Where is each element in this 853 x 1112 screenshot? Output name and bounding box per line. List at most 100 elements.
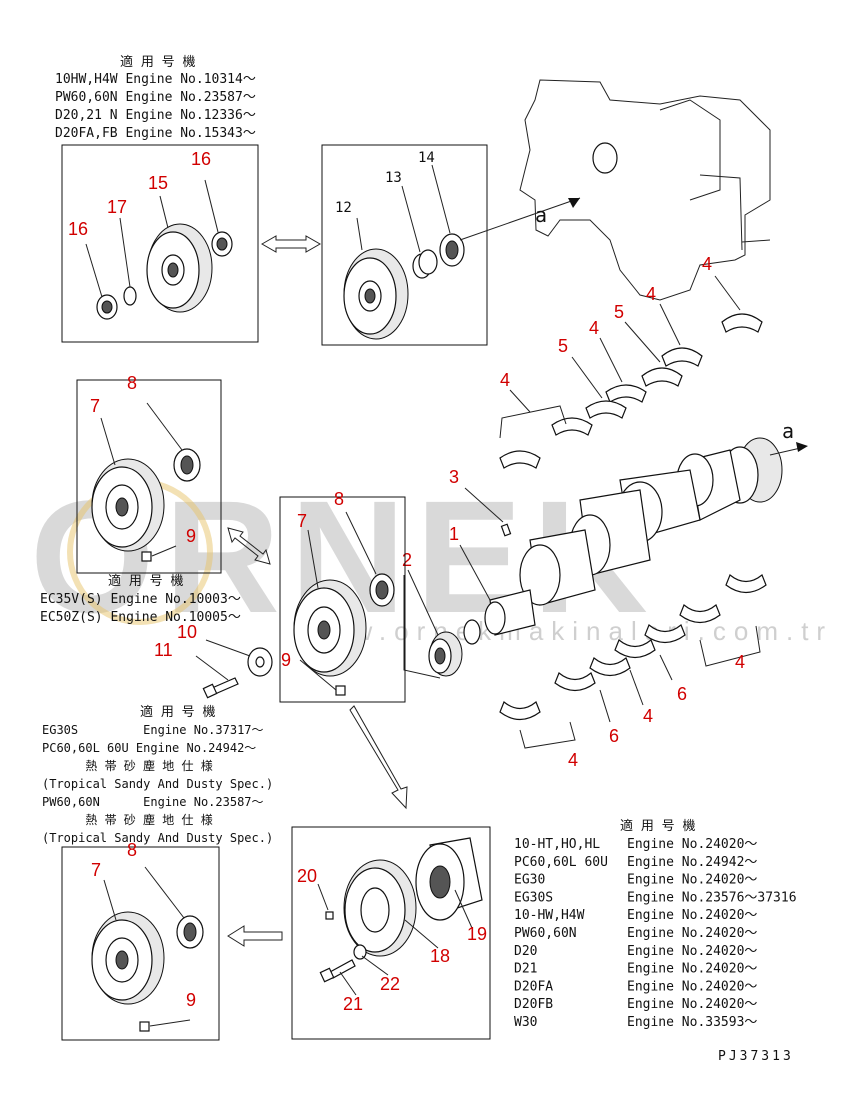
flow-arrow-down bbox=[349, 705, 408, 810]
leader-7 bbox=[103, 879, 117, 921]
watermark-url: www.ornekmakinalari.com.tr bbox=[299, 616, 833, 646]
header-applicability-block: 適 用 号 機 10HW,H4W Engine No.10314～ PW60,6… bbox=[55, 54, 256, 141]
callout-5: 5 bbox=[614, 302, 624, 322]
middle-block-line: EC35V(S) Engine No.10003～ bbox=[40, 592, 241, 607]
callout-11: 11 bbox=[154, 640, 173, 660]
callout-4: 4 bbox=[500, 370, 510, 390]
block-detail bbox=[659, 99, 721, 201]
bearing-shell-part bbox=[499, 701, 541, 721]
pin-20-part bbox=[325, 911, 334, 920]
box-idler-gear-12: 12 13 14 a bbox=[321, 144, 581, 346]
leader-9 bbox=[149, 1019, 191, 1027]
box-frame bbox=[61, 144, 259, 343]
arrowhead-icon bbox=[796, 442, 808, 452]
callout-20: 20 bbox=[297, 866, 317, 886]
bearing-shell-part bbox=[614, 639, 656, 659]
leader-20 bbox=[317, 883, 329, 911]
header-block-line: D20,21 N Engine No.12336～ bbox=[55, 108, 256, 123]
callout-4: 4 bbox=[646, 284, 656, 304]
lower-block-line: EG30S Engine No.37317～ bbox=[42, 723, 264, 737]
callout-18: 18 bbox=[430, 946, 450, 966]
leader-bracket-4 bbox=[519, 721, 576, 749]
right-block-title: 適 用 号 機 bbox=[620, 818, 695, 834]
table-row-engine: Engine No.23576～37316 bbox=[627, 890, 797, 905]
callout-7: 7 bbox=[91, 860, 101, 880]
middle-block-title: 適 用 号 機 bbox=[108, 573, 183, 589]
callout-19: 19 bbox=[467, 924, 487, 944]
flow-arrow-left bbox=[227, 925, 283, 947]
seal-8-main-bore bbox=[375, 580, 389, 600]
leader-11 bbox=[195, 655, 229, 681]
leader-bracket-2 bbox=[403, 575, 441, 679]
bearing-shell-part bbox=[554, 672, 596, 692]
double-arrow-icon bbox=[260, 235, 322, 253]
leader-8 bbox=[345, 511, 377, 575]
bearing-shell-part bbox=[644, 624, 686, 644]
washer-22-part bbox=[353, 944, 367, 960]
table-row-engine: Engine No.24020～ bbox=[627, 979, 757, 994]
block-detail-2 bbox=[699, 174, 743, 251]
leader-12 bbox=[356, 217, 363, 251]
leader-9 bbox=[151, 545, 177, 557]
bushing-13-face bbox=[418, 249, 438, 275]
table-row-model: D20 bbox=[514, 944, 537, 959]
lower-block-title: 適 用 号 機 bbox=[140, 704, 215, 720]
leader-6 bbox=[659, 654, 673, 681]
drawing-code: PJ37313 bbox=[718, 1049, 794, 1064]
box-frame bbox=[76, 379, 222, 574]
table-row-engine: Engine No.24020～ bbox=[627, 926, 757, 941]
box-pulley-variant-a: 8 7 9 bbox=[76, 373, 222, 574]
callout-12: 12 bbox=[335, 200, 352, 216]
leader-4 bbox=[629, 669, 644, 706]
bolt-11-head bbox=[202, 683, 218, 699]
callout-10: 10 bbox=[177, 622, 197, 642]
leader-22 bbox=[361, 955, 389, 976]
crank-nose-end bbox=[484, 601, 506, 635]
bearing-shell-part bbox=[585, 400, 627, 419]
leader-4 bbox=[659, 303, 681, 346]
leader-18 bbox=[404, 919, 439, 949]
bearing-shell-part bbox=[551, 417, 593, 436]
table-row-engine: Engine No.24020～ bbox=[627, 837, 757, 852]
snap-ring-17-part bbox=[123, 286, 137, 306]
key-9-part bbox=[141, 551, 152, 562]
header-block-line: 10HW,H4W Engine No.10314～ bbox=[55, 72, 256, 87]
table-row-engine: Engine No.24020～ bbox=[627, 944, 757, 959]
callout-4: 4 bbox=[568, 750, 578, 770]
bearing-16b-bore bbox=[101, 300, 113, 314]
callout-4: 4 bbox=[589, 318, 599, 338]
pulley-18-hub bbox=[360, 887, 390, 933]
callout-9: 9 bbox=[281, 650, 291, 670]
middle-block-line: EC50Z(S) Engine No.10005～ bbox=[40, 610, 241, 625]
leader-7 bbox=[100, 417, 116, 466]
table-row-model: EG30S bbox=[514, 890, 553, 905]
callout-16: 16 bbox=[191, 149, 211, 169]
callout-21: 21 bbox=[343, 994, 363, 1014]
table-row-engine: Engine No.24020～ bbox=[627, 908, 757, 923]
leader-4 bbox=[509, 389, 531, 413]
pulley-7-bore bbox=[115, 497, 129, 517]
leader-7 bbox=[307, 529, 319, 589]
bearing-shell-part bbox=[679, 604, 721, 624]
lower-block-line: PC60,60L 60U Engine No.24942～ bbox=[42, 741, 256, 755]
callout-4: 4 bbox=[702, 254, 712, 274]
leader-21 bbox=[339, 971, 357, 996]
pulley-7b-bore bbox=[115, 950, 129, 970]
leader-14 bbox=[431, 164, 451, 234]
box-frame bbox=[291, 826, 491, 1040]
table-row-model: D20FB bbox=[514, 997, 553, 1012]
table-row-model: D20FA bbox=[514, 979, 553, 994]
leader-4 bbox=[714, 275, 741, 311]
main-bearing-upper-row: 4 4 5 4 5 4 bbox=[499, 254, 763, 469]
lower-applicability-block: 適 用 号 機 EG30S Engine No.37317～ PC60,60L … bbox=[42, 704, 273, 845]
table-row-engine: Engine No.24020～ bbox=[627, 873, 757, 888]
table-row-engine: Engine No.24020～ bbox=[627, 962, 757, 977]
callout-14: 14 bbox=[418, 150, 435, 166]
table-row-model: EG30 bbox=[514, 873, 545, 888]
leader-8 bbox=[144, 866, 185, 919]
table-row-model: PW60,60N bbox=[514, 926, 577, 941]
block-bore bbox=[592, 142, 618, 174]
callout-7: 7 bbox=[297, 511, 307, 531]
leader-5 bbox=[571, 356, 603, 399]
